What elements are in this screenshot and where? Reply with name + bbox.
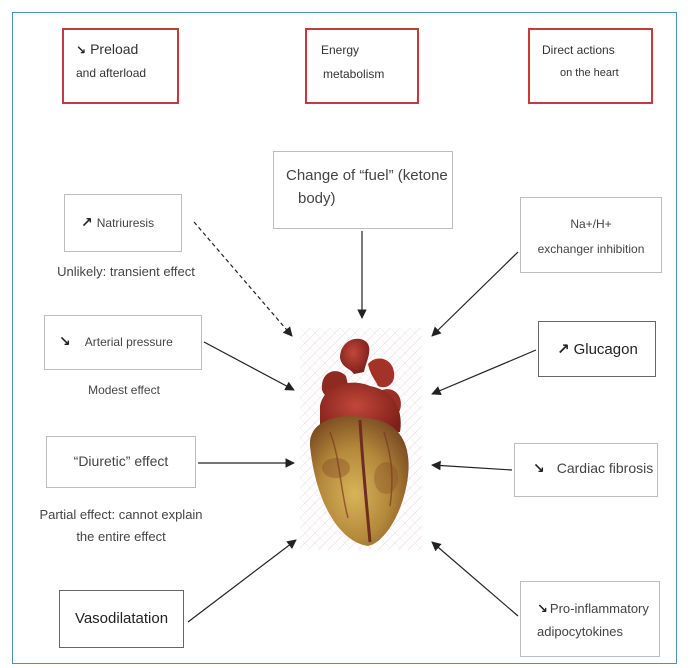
arrow-nah-to-heart — [432, 252, 518, 336]
arrow-natriuresis-to-heart — [194, 222, 292, 336]
arrow-vaso-to-heart — [188, 540, 296, 622]
arrow-arterial-to-heart — [204, 342, 294, 390]
arrow-proinf-to-heart — [432, 542, 518, 616]
arrow-fibrosis-to-heart — [432, 465, 512, 470]
arrow-glucagon-to-heart — [432, 350, 536, 394]
